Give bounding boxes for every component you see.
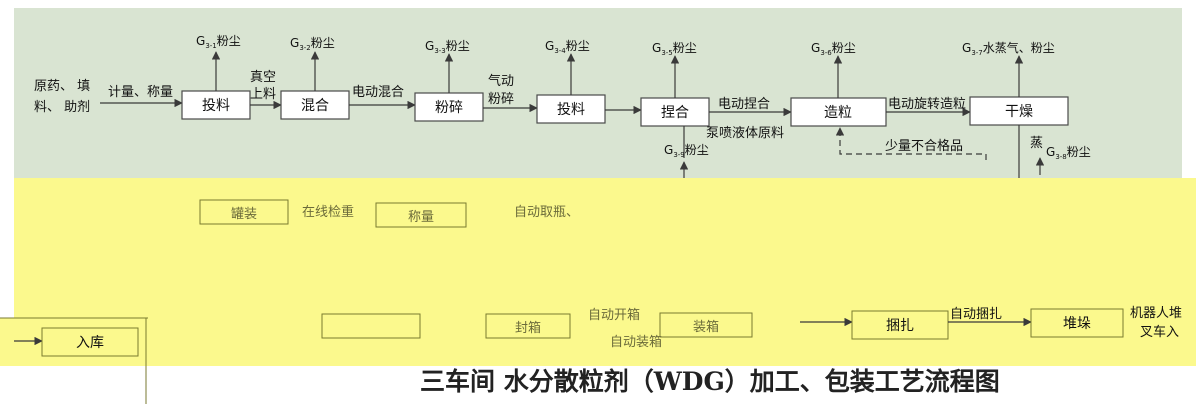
step-pneumatic-label-1: 气动 — [488, 73, 514, 89]
emission-g5: G3-5粉尘 — [652, 41, 697, 57]
box-feed-2 — [536, 94, 606, 124]
box-stack-label: 堆垛 — [1063, 316, 1091, 332]
box-feed-1-label: 投料 — [202, 98, 230, 114]
step-weighing-label: 计量、称量 — [108, 85, 173, 100]
raw-materials-label-1: 原药、 填 — [34, 79, 90, 94]
step-vacuum-label-1: 真空 — [250, 70, 276, 85]
box-stack — [1030, 308, 1124, 338]
emission-g9: G3-9粉尘 — [664, 143, 709, 159]
note-robot-stack-1: 机器人堆 — [1130, 306, 1182, 321]
emission-g7: G3-7水蒸气、粉尘 — [962, 40, 1055, 57]
packaging-section-background — [14, 178, 1196, 366]
emission-g6: G3-6粉尘 — [811, 41, 856, 57]
box-packing-label: 装箱 — [693, 319, 719, 335]
reject-note: 少量不合格品 — [885, 138, 963, 154]
step-rotary-label: 电动旋转造粒 — [888, 97, 966, 112]
step-online-weight-label: 在线检重 — [302, 204, 354, 220]
emission-g1: G3-1粉尘 — [196, 34, 241, 50]
raw-materials-label-2: 料、 助剂 — [34, 100, 90, 115]
step-vacuum-label-2: 上料 — [250, 87, 276, 102]
box-mix-label: 混合 — [301, 98, 329, 114]
step-pneumatic-label-2: 粉碎 — [488, 92, 514, 107]
emission-g4: G3-4粉尘 — [545, 39, 590, 55]
box-store-label: 入库 — [76, 335, 104, 351]
box-mix — [280, 90, 350, 120]
step-elec-knead-label: 电动捏合 — [718, 97, 770, 112]
box-seal-label: 封箱 — [515, 320, 541, 336]
note-robot-stack-2: 叉车入 — [1140, 324, 1179, 340]
box-weighing — [375, 202, 467, 228]
box-dry-label: 干燥 — [1005, 104, 1033, 120]
box-bundle — [851, 310, 949, 340]
box-filling-label: 罐装 — [231, 207, 257, 222]
box-bundle-seal-1 — [321, 313, 421, 339]
emission-g3: G3-3粉尘 — [425, 39, 470, 55]
box-crush-label: 粉碎 — [435, 100, 463, 116]
step-pump-liquid-label: 泵喷液体原料 — [706, 126, 784, 141]
box-seal — [485, 313, 571, 339]
box-knead-label: 捏合 — [661, 105, 689, 121]
step-auto-bottle-label: 自动取瓶、 — [514, 205, 579, 220]
diagram-title: 三车间 水分散粒剂（WDG）加工、包装工艺流程图 — [420, 367, 1000, 396]
emission-g8: G3-8粉尘 — [1046, 145, 1091, 161]
box-store — [41, 327, 139, 357]
box-feed-2-label: 投料 — [557, 102, 585, 118]
step-auto-open-label: 自动开箱 — [588, 307, 640, 323]
box-granulate — [790, 97, 887, 127]
step-elec-mix-label: 电动混合 — [352, 85, 404, 100]
box-bundle-label: 捆扎 — [886, 318, 914, 334]
box-granulate-label: 造粒 — [824, 105, 852, 121]
box-weighing-label: 称量 — [408, 210, 434, 225]
step-auto-boxing-label: 自动装箱 — [610, 334, 662, 350]
box-packing — [659, 312, 753, 338]
step-auto-bundle-label: 自动捆扎 — [950, 307, 1002, 322]
steam-label: 蒸 — [1030, 136, 1043, 151]
emission-g2: G3-2粉尘 — [290, 36, 335, 52]
arrow-reject-recycle — [835, 127, 987, 160]
box-crush — [414, 92, 484, 122]
box-filling — [199, 199, 289, 225]
